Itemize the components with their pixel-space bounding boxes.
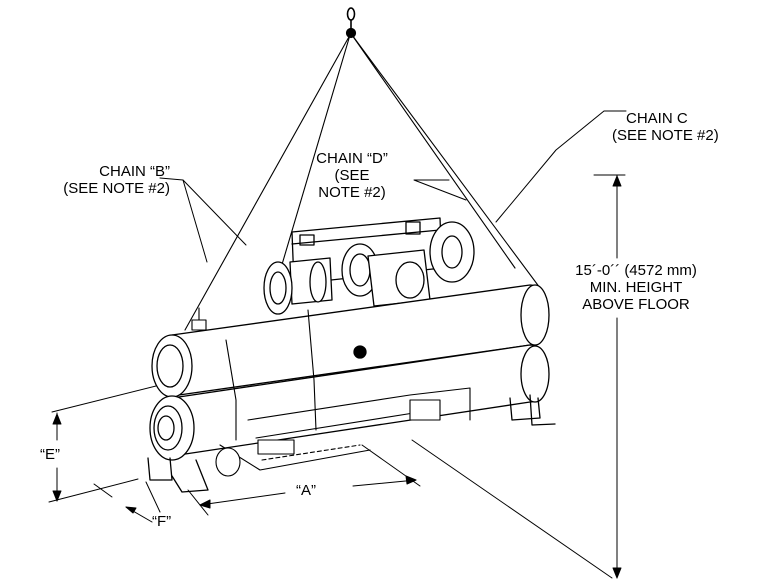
height-dimension [411,174,626,579]
chain-d-note-2: NOTE #2) [318,184,386,201]
chain-d [351,34,516,269]
dimension-f-label: “F” [152,513,172,530]
height-label: 15´-0´´ (4572 mm) MIN. HEIGHT ABOVE FLOO… [548,262,724,313]
dimension-a [187,444,421,516]
height-value: 15´-0´´ (4572 mm) [575,262,697,279]
chain-c [351,34,544,293]
height-line-3: ABOVE FLOOR [582,296,690,313]
lifting-chains [184,34,544,331]
chain-c-label: CHAIN C (SEE NOTE #2) [612,110,719,144]
chain-d-note-1: (SEE [334,167,370,184]
chain-c-title: CHAIN C [626,110,688,127]
lifting-hook [345,7,357,39]
chain-d-label: CHAIN “D” (SEE NOTE #2) [300,150,404,201]
chain-d-title: CHAIN “D” [316,150,388,167]
compressor [263,217,475,315]
height-line-2: MIN. HEIGHT [589,279,683,296]
chain-b-label: CHAIN “B” (SEE NOTE #2) [8,163,170,197]
chiller-unit [147,217,556,493]
dimension-e-label: “E” [40,446,60,463]
chain-c-note: (SEE NOTE #2) [612,127,719,144]
chain-b-rear [269,34,351,306]
dimension-a-label: “A” [296,482,316,499]
chain-b-front [184,34,351,331]
leader-lines [159,110,627,263]
piping [191,307,471,477]
chain-b-title: CHAIN “B” [99,163,170,180]
chain-b-note: (SEE NOTE #2) [63,180,170,197]
dimension-f [93,481,161,523]
support-feet [147,394,556,493]
condenser-shell [151,284,550,398]
